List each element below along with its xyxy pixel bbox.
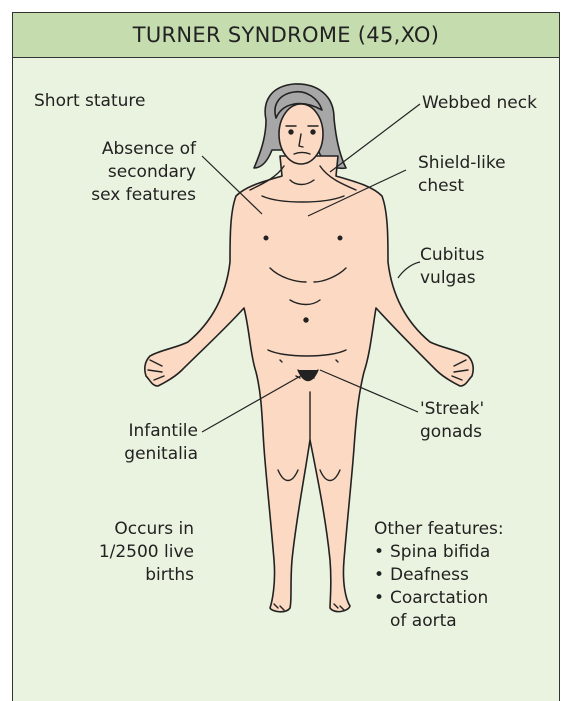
feature-item-continuation: of aorta bbox=[374, 610, 504, 633]
leader-webbed-neck bbox=[330, 104, 420, 172]
other-features-heading: Other features: bbox=[374, 518, 504, 541]
label-absence-secondary-sex: Absence of secondary sex features bbox=[50, 138, 196, 207]
other-features: Other features: Spina bifida Deafness Co… bbox=[374, 518, 504, 633]
feature-item: Coarctation bbox=[374, 587, 504, 610]
label-short-stature: Short stature bbox=[34, 90, 145, 113]
label-webbed-neck: Webbed neck bbox=[422, 92, 537, 115]
label-infantile-genitalia: Infantile genitalia bbox=[82, 420, 198, 466]
feature-item: Spina bifida bbox=[374, 541, 504, 564]
leader-cubitus bbox=[398, 262, 420, 278]
feature-item: Deafness bbox=[374, 564, 504, 587]
other-features-list: Spina bifida Deafness Coarctation bbox=[374, 541, 504, 610]
label-streak-gonads: 'Streak' gonads bbox=[420, 398, 484, 444]
label-shield-chest: Shield-like chest bbox=[418, 152, 506, 198]
label-cubitus-vulgas: Cubitus vulgas bbox=[420, 244, 484, 290]
label-occurrence: Occurs in 1/2500 live births bbox=[60, 518, 194, 587]
